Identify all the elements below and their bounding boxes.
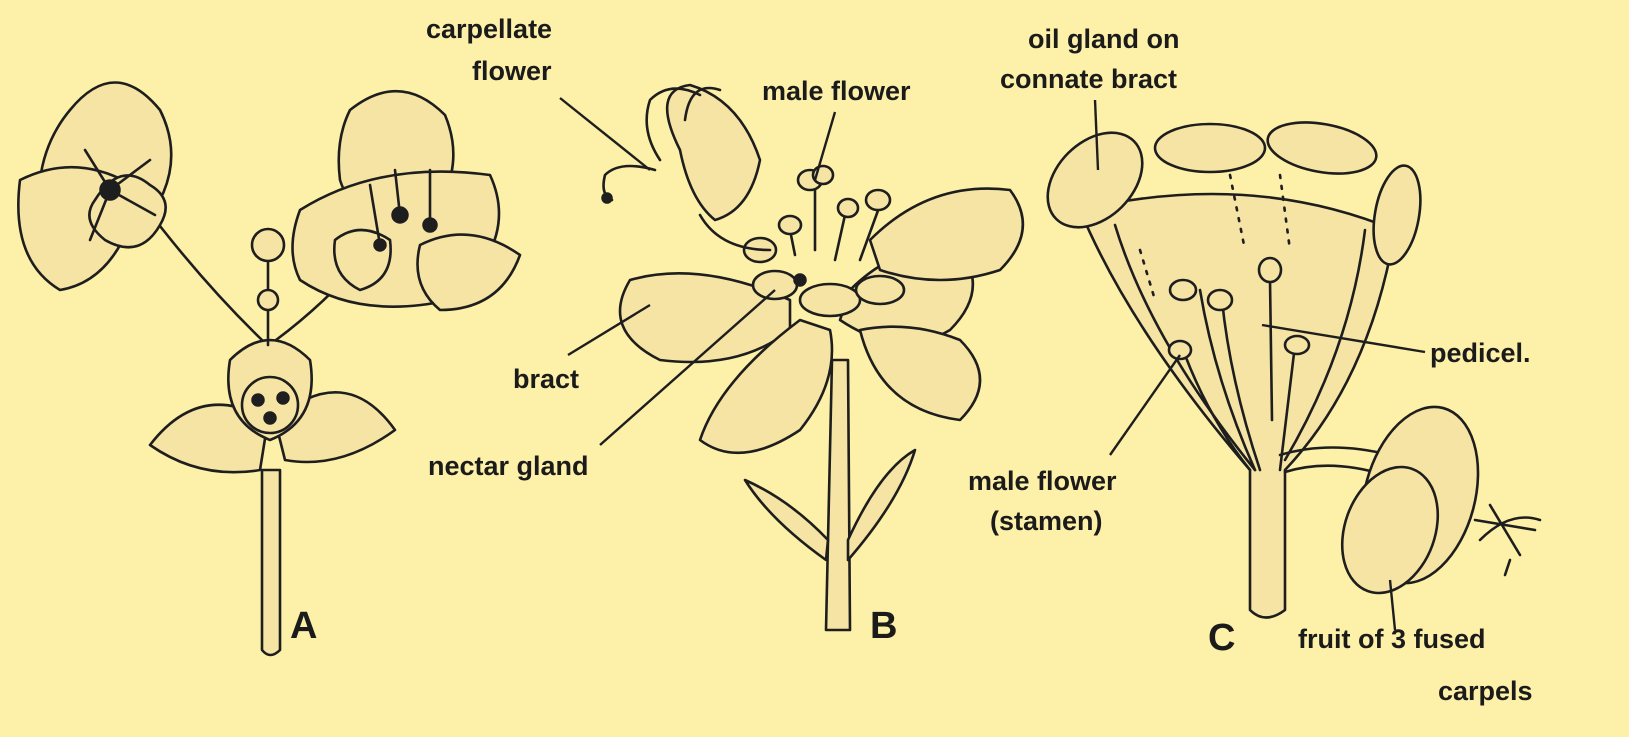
label-fruit-line1: fruit of 3 fused <box>1298 624 1486 654</box>
label-fruit-line2: carpels <box>1438 676 1533 706</box>
panel-b-cyathium-drawing <box>602 85 1023 630</box>
label-nectar-gland: nectar gland <box>428 451 589 481</box>
label-male-flower-b: male flower <box>762 76 911 106</box>
label-carpellate-flower-line1: carpellate <box>426 14 552 44</box>
label-carpellate-flower-line2: flower <box>472 56 552 86</box>
leader-carpellate-flower <box>560 98 650 170</box>
label-oil-gland-line2: connate bract <box>1000 64 1177 94</box>
panel-a-inflorescence-drawing <box>18 83 520 656</box>
panel-b-letter: B <box>870 605 897 647</box>
label-bract: bract <box>513 364 579 394</box>
panel-c-letter: C <box>1208 617 1235 659</box>
label-male-flower-stamen-line1: male flower <box>968 466 1117 496</box>
label-pedicel: pedicel. <box>1430 338 1531 368</box>
panel-a-letter: A <box>290 605 317 647</box>
leader-male-flower-stamen <box>1110 355 1180 455</box>
label-oil-gland-line1: oil gland on <box>1028 24 1179 54</box>
label-male-flower-stamen-line2: (stamen) <box>990 506 1103 536</box>
